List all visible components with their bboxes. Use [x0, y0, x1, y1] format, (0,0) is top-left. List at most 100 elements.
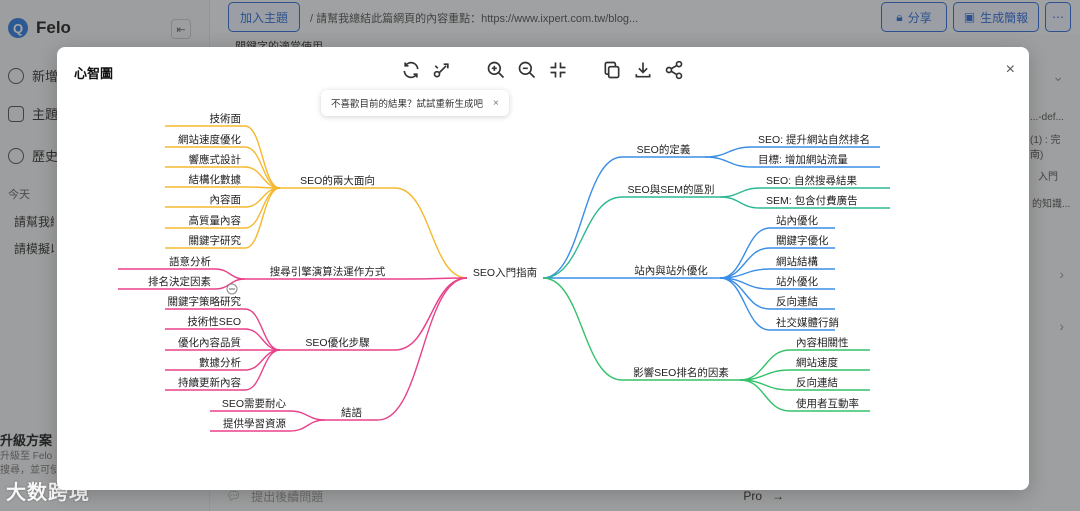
pro-toggle-label[interactable]: Pro	[743, 489, 762, 503]
sidebar-item-new[interactable]: 新增	[8, 66, 58, 85]
shape-icon[interactable]	[431, 59, 453, 81]
mindmap-leaf-node: 響應式設計	[189, 153, 242, 166]
mindmap-leaf-node: SEO: 自然搜尋結果	[766, 174, 858, 187]
mindmap-leaf-node: 網站速度優化	[178, 133, 241, 146]
history-group-today: 今天	[8, 189, 30, 201]
tooltip-text: 不喜歡目前的結果？試試重新生成吧	[331, 99, 484, 110]
download-icon[interactable]	[632, 59, 654, 81]
chevron-down-icon[interactable]: ⌄	[1052, 68, 1064, 84]
fit-screen-icon[interactable]	[547, 59, 569, 81]
app-name: Felo	[36, 18, 71, 37]
mindmap-branch-node: 結語	[341, 406, 362, 419]
upgrade-title: 升級方案	[0, 433, 53, 448]
source-fragment: 南)	[1030, 150, 1044, 161]
send-arrow-icon[interactable]: →	[772, 489, 784, 503]
mindmap-connector	[542, 156, 623, 279]
mindmap-connector	[244, 187, 281, 249]
chat-icon: 💬︎	[226, 489, 242, 503]
modal-title: 心智圖	[74, 66, 114, 81]
mindmap-branch-node: SEO與SEM的區別	[628, 183, 715, 196]
mindmap-branch-node: SEO的兩大面向	[300, 174, 375, 187]
mindmap-leaf-node: 目標: 增加網站流量	[758, 153, 848, 166]
mindmap-connector	[377, 277, 468, 421]
mindmap-leaf-node: 反向連結	[796, 376, 838, 389]
generate-slides-button[interactable]: ▣生成簡報	[953, 2, 1039, 32]
mindmap-connector	[719, 227, 771, 279]
mindmap-connector	[244, 166, 281, 189]
mindmap-leaf-node: 優化內容品質	[178, 336, 241, 349]
upgrade-description: 升級至 Felo 專 搜尋，並可使	[0, 450, 56, 478]
mindmap-leaf-node: 關鍵字研究	[189, 234, 242, 247]
source-fragment: ...-def...	[1030, 112, 1064, 123]
sidebar-item-label: 歷史	[32, 149, 59, 164]
collapse-sidebar-button[interactable]: ⇤	[171, 19, 191, 39]
plus-circle-icon	[8, 67, 24, 84]
mindmap-leaf-node: 內容相關性	[796, 336, 849, 349]
mindmap-root-node: SEO入門指南	[473, 266, 537, 279]
mindmap-connector	[542, 277, 623, 381]
mindmap-leaf-node: 關鍵字策略研究	[168, 295, 242, 308]
mindmap-connector	[719, 187, 761, 198]
mindmap-connector	[394, 187, 468, 279]
upgrade-desc-line: 搜尋，並可使	[0, 465, 56, 476]
mindmap-connector	[719, 196, 761, 209]
source-fragment: 的知識...	[1032, 199, 1071, 210]
sidebar-item-label: 新增	[32, 69, 59, 84]
mindmap-leaf-node: SEO需要耐心	[222, 397, 287, 410]
tooltip-close-icon[interactable]: ×	[493, 97, 499, 109]
mindmap-connector	[739, 379, 791, 412]
follow-up-input[interactable]: 💬︎ 提出後續問題 Pro →	[226, 482, 784, 510]
regenerate-tooltip: 不喜歡目前的結果？試試重新生成吧 ×	[321, 90, 509, 116]
mindmap-connector	[244, 328, 281, 351]
more-button[interactable]: ⋯	[1045, 2, 1071, 32]
bookmark-icon	[8, 105, 24, 122]
mindmap-leaf-node: 反向連結	[776, 295, 818, 308]
sidebar-item-topics[interactable]: 主題	[8, 104, 58, 123]
source-fragment: 入門	[1038, 172, 1058, 183]
chevron-right-icon[interactable]: ›	[1059, 266, 1064, 282]
mindmap-branch-node: 站內與站外優化	[634, 264, 708, 277]
history-item[interactable]: 請幫我總	[14, 215, 54, 229]
mindmap-connector	[704, 156, 753, 168]
mindmap-connector	[244, 349, 281, 371]
mindmap-leaf-node: 結構化數據	[189, 173, 242, 186]
zoom-out-icon[interactable]	[516, 59, 538, 81]
mindmap-leaf-node: 排名決定因素	[148, 275, 211, 288]
add-topic-button[interactable]: 加入主題	[228, 2, 300, 32]
mindmap-connector	[409, 277, 468, 280]
mindmap-connector	[244, 349, 281, 391]
mindmap-leaf-node: 網站結構	[776, 255, 818, 268]
lock-icon: 🔒︎	[896, 9, 903, 24]
slides-icon: ▣	[963, 10, 976, 24]
share-button[interactable]: 🔒︎ 分享	[881, 2, 947, 32]
mindmap-leaf-node: 提供學習資源	[223, 417, 286, 430]
zoom-in-icon[interactable]	[485, 59, 507, 81]
refresh-icon[interactable]	[400, 59, 422, 81]
mindmap-branch-node: SEO優化步驟	[305, 336, 370, 349]
mindmap-leaf-node: 技術面	[210, 112, 242, 125]
chevron-right-icon[interactable]: ›	[1059, 318, 1064, 334]
sidebar-item-history[interactable]: 歷史	[8, 146, 58, 165]
copy-icon[interactable]	[601, 59, 623, 81]
mindmap-connector	[244, 125, 281, 189]
mindmap-leaf-node: 社交媒體行銷	[776, 316, 839, 329]
breadcrumb: / 請幫我總結此篇網頁的內容重點：https://www.ixpert.com.…	[310, 13, 639, 25]
mindmap-leaf-node: 關鍵字優化	[776, 234, 829, 247]
mindmap-leaf-node: 站內優化	[776, 214, 818, 227]
mindmap-canvas[interactable]: SEO入門指南SEO的兩大面向技術面網站速度優化響應式設計結構化數據內容面高質量…	[57, 47, 1029, 490]
mindmap-connector	[289, 419, 326, 432]
mindmap-leaf-node: 使用者互動率	[796, 397, 859, 410]
history-item[interactable]: 請模擬以	[14, 242, 54, 256]
mindmap-branch-node: 影響SEO排名的因素	[633, 366, 729, 379]
felo-logo-icon: Q	[8, 18, 28, 38]
mindmap-connector	[394, 277, 468, 351]
close-icon[interactable]: ×	[1005, 61, 1015, 78]
mindmap-connector	[719, 277, 771, 331]
share-icon[interactable]	[663, 59, 685, 81]
mindmap-connector	[244, 187, 281, 229]
mindmap-leaf-node: 站外優化	[776, 275, 818, 288]
share-label: 分享	[907, 10, 932, 25]
upgrade-desc-line: 升級至 Felo 專	[0, 451, 56, 462]
app-logo[interactable]: Q Felo	[8, 18, 71, 38]
